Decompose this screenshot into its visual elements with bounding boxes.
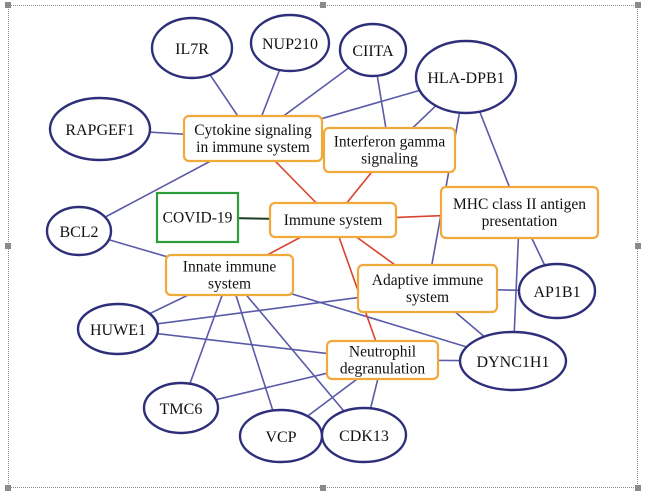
- gene-node-shape: [338, 22, 408, 78]
- gene-node-ciita[interactable]: CIITA: [338, 22, 408, 78]
- gene-node-shape: [517, 262, 597, 320]
- pathway-label-line: signaling: [361, 151, 418, 168]
- pathway-node-box: [356, 263, 499, 314]
- resize-handle-middle-right[interactable]: [635, 243, 641, 249]
- gene-node-vcp[interactable]: VCP: [238, 408, 324, 464]
- resize-handle-top-right[interactable]: [635, 2, 641, 8]
- edge-cdk13-innate: [228, 274, 365, 436]
- gene-node-shape: [76, 302, 160, 356]
- pathway-node-box: [182, 114, 324, 163]
- pathway-node-box: [439, 185, 600, 240]
- pathway-node-box: [325, 339, 440, 381]
- pathway-label-line: degranulation: [340, 361, 425, 378]
- pathway-node-box: [322, 126, 457, 174]
- gene-label: HUWE1: [90, 322, 146, 339]
- pathway-label-line: MHC class II antigen: [453, 196, 586, 213]
- gene-node-hladpb1[interactable]: HLA-DPB1: [414, 39, 518, 115]
- gene-node-huwe1[interactable]: HUWE1: [76, 302, 160, 356]
- resize-handle-bottom-left[interactable]: [5, 485, 11, 491]
- pathway-node-immune[interactable]: Immune system: [268, 201, 398, 239]
- gene-label: CIITA: [352, 43, 394, 60]
- resize-handle-top-middle[interactable]: [320, 2, 326, 8]
- resize-handle-bottom-middle[interactable]: [320, 485, 326, 491]
- pathway-label-line: Immune system: [284, 212, 383, 229]
- gene-node-rapgef1[interactable]: RAPGEF1: [48, 96, 152, 162]
- pathway-label-line: in immune system: [196, 139, 310, 156]
- gene-label: TMC6: [160, 401, 203, 418]
- pathway-label-line: Interferon gamma: [334, 134, 446, 151]
- pathway-label-line: Cytokine signaling: [194, 122, 312, 139]
- gene-node-shape: [320, 406, 408, 464]
- gene-node-tmc6[interactable]: TMC6: [142, 381, 220, 435]
- gene-node-shape: [142, 381, 220, 435]
- gene-node-shape: [458, 330, 568, 392]
- gene-node-shape: [249, 13, 331, 73]
- gene-node-il7r[interactable]: IL7R: [150, 16, 234, 80]
- gene-node-shape: [414, 39, 518, 115]
- resize-handle-top-left[interactable]: [5, 2, 11, 8]
- gene-node-dync1h1[interactable]: DYNC1H1: [458, 330, 568, 392]
- gene-label: NUP210: [262, 36, 318, 53]
- pathway-label-line: system: [406, 289, 449, 306]
- gene-node-ap1b1[interactable]: AP1B1: [517, 262, 597, 320]
- gene-label: DYNC1H1: [477, 354, 550, 371]
- pathway-label-line: Innate immune: [183, 259, 277, 276]
- resize-handle-middle-left[interactable]: [5, 243, 11, 249]
- pathway-label-line: Neutrophil: [349, 344, 416, 361]
- gene-label: BCL2: [59, 224, 98, 241]
- gene-node-shape: [45, 205, 113, 257]
- gene-label: RAPGEF1: [65, 122, 134, 139]
- gene-node-shape: [48, 96, 152, 162]
- gene-node-shape: [150, 16, 234, 80]
- pathway-label-line: system: [208, 276, 251, 293]
- gene-node-cdk13[interactable]: CDK13: [320, 406, 408, 464]
- nodes-layer: IL7R NUP210 CIITA HLA-DPB1RAPGEF1BCL2AP1B1H…: [45, 13, 600, 464]
- gene-label: AP1B1: [533, 284, 580, 301]
- gene-label: HLA-DPB1: [427, 70, 504, 87]
- gene-label: CDK13: [339, 428, 389, 445]
- edge-vcp-innate: [228, 274, 282, 437]
- gene-label: VCP: [265, 429, 296, 446]
- covid-label: COVID-19: [163, 210, 233, 227]
- covid-node-box: [155, 191, 240, 244]
- pathway-node-box: [268, 201, 398, 239]
- pathway-label-line: Adaptive immune: [372, 272, 484, 289]
- gene-node-bcl2[interactable]: BCL2: [45, 205, 113, 257]
- resize-handle-bottom-right[interactable]: [635, 485, 641, 491]
- pathway-node-box: [164, 253, 295, 297]
- gene-label: IL7R: [175, 41, 209, 58]
- pathway-label-line: presentation: [482, 213, 558, 230]
- covid-node[interactable]: COVID-19: [155, 191, 240, 244]
- gene-node-nup210[interactable]: NUP210: [249, 13, 331, 73]
